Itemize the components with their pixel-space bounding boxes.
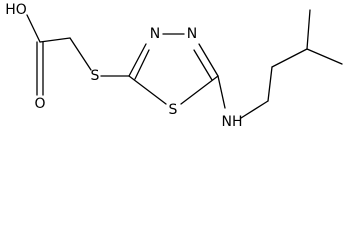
bond-n4-c5-b	[193, 49, 213, 81]
bond-c-ch2	[39, 37, 71, 43]
ring-sulfur-label: S	[169, 102, 178, 118]
hydroxyl-label: HO	[5, 2, 27, 18]
carbonyl-oxygen-label: O	[34, 96, 45, 112]
bonds	[26, 9, 343, 119]
molecule-drawing: HO O S N N S NH	[5, 2, 343, 130]
bond-c5-nh	[217, 75, 226, 109]
bond-n4-c5-a	[198, 43, 219, 77]
bond-ch-ch3-top	[306, 9, 311, 50]
bond-oh-c	[26, 14, 41, 43]
bond-c2-n3-a	[128, 43, 147, 77]
ring-nitrogen-left-label: N	[150, 26, 160, 42]
amine-label: NH	[222, 114, 243, 130]
bond-ch-ch3-right	[306, 48, 343, 65]
structure-diagram: HO O S N N S NH	[5, 2, 343, 130]
bond-c2-n3-b	[134, 49, 150, 80]
bond-nh-ch2	[240, 100, 269, 119]
bond-s1-c2	[128, 75, 167, 105]
ring-nitrogen-right-label: N	[187, 26, 197, 42]
bond-c5-s1	[180, 75, 219, 105]
bond-ch2-ch2	[267, 66, 273, 102]
bond-ch2-ch	[271, 48, 308, 68]
bond-ch2-s	[69, 37, 92, 71]
thioether-sulfur-label: S	[91, 68, 100, 84]
atom-labels: HO O S N N S NH	[5, 2, 242, 130]
